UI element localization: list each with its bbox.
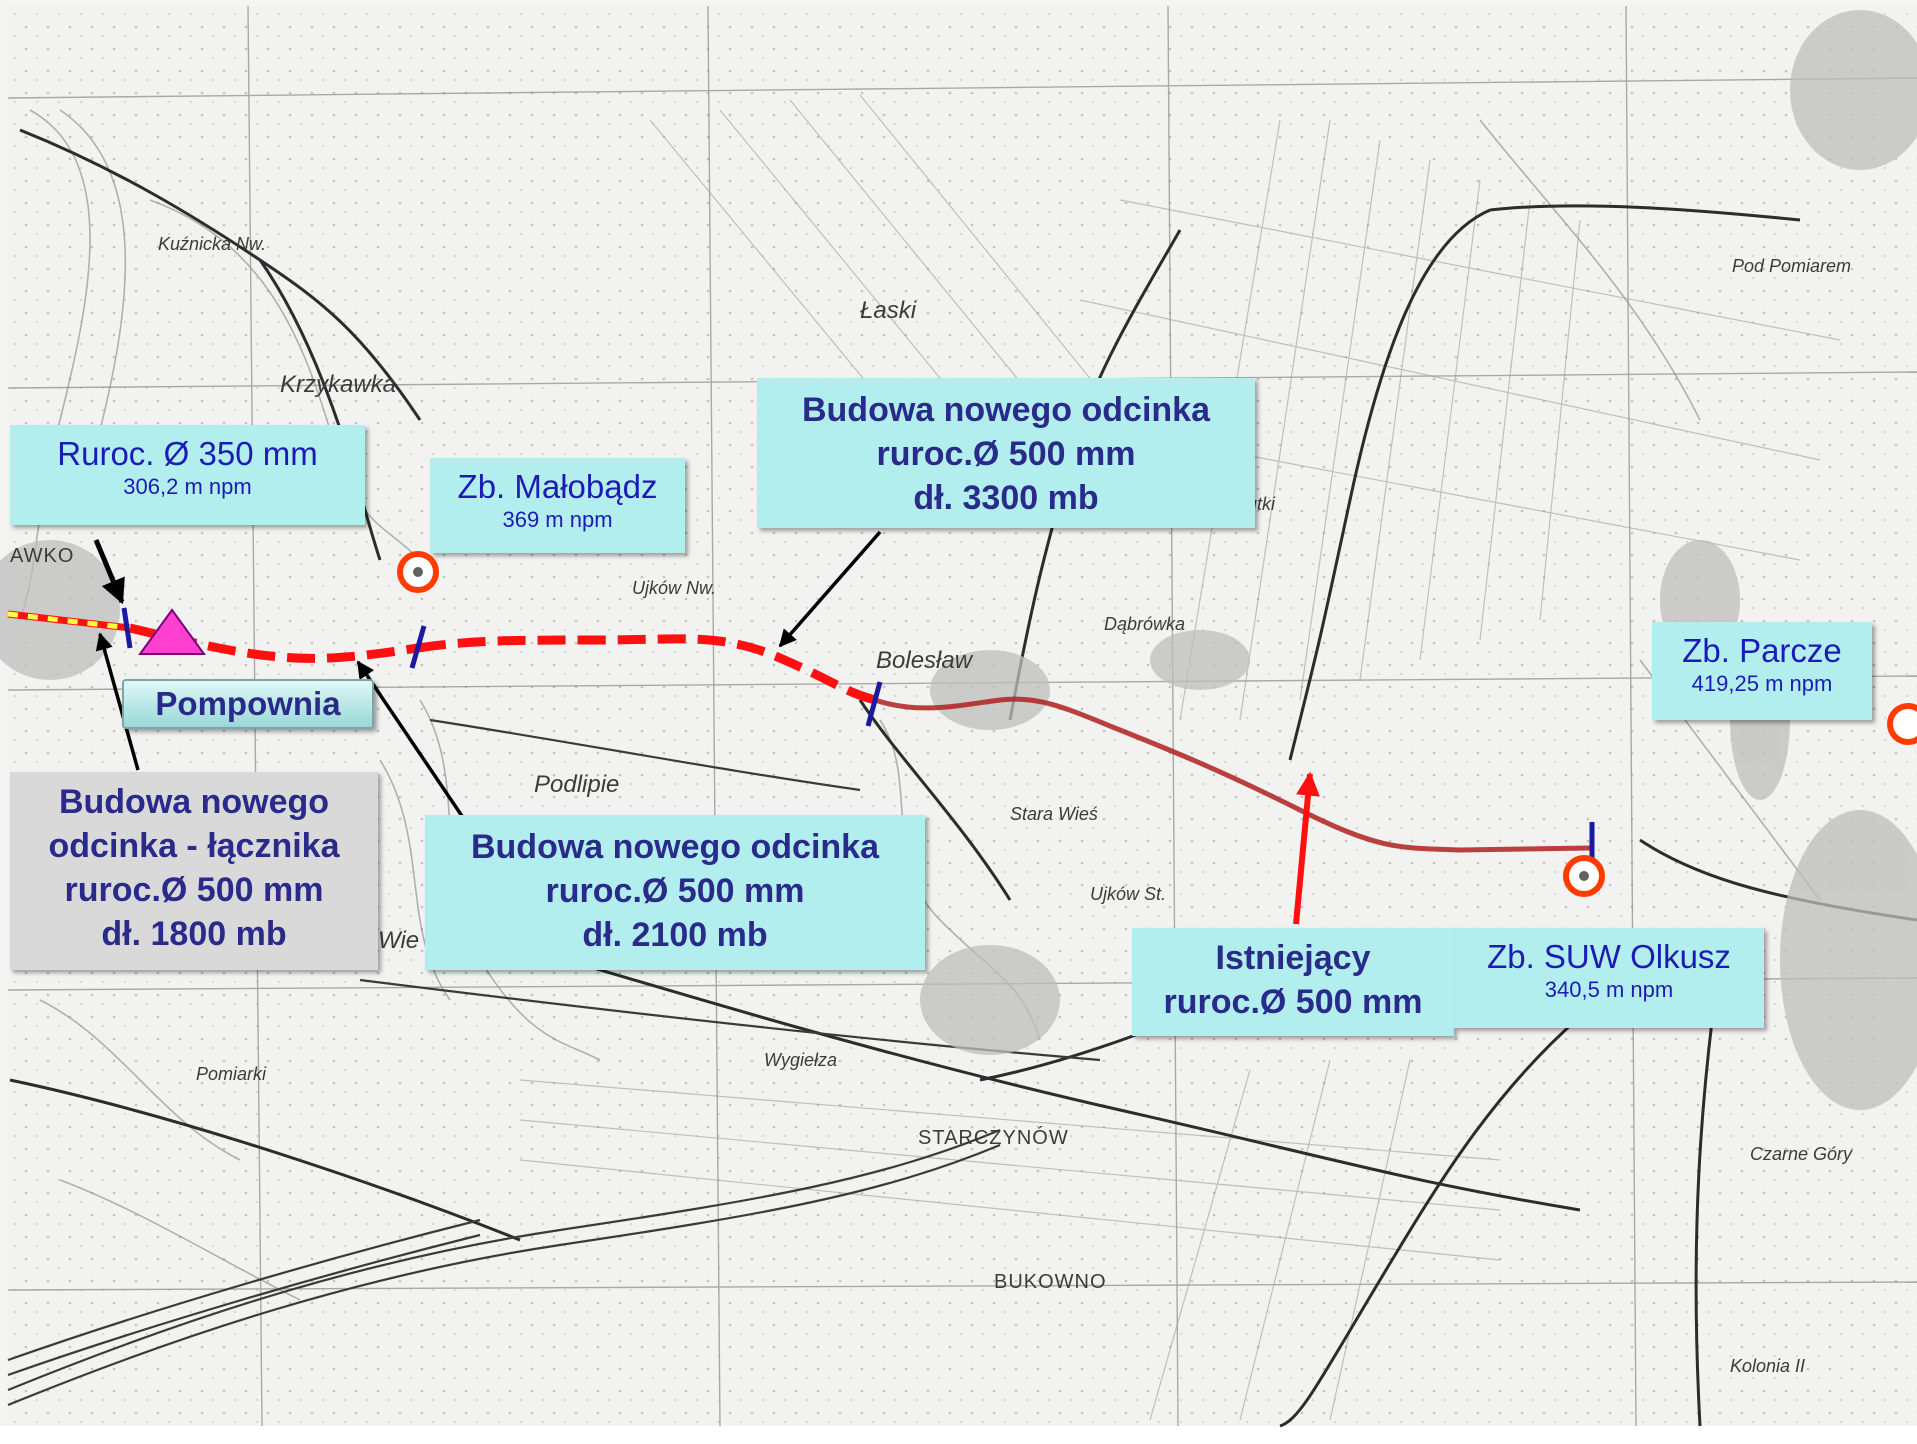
callout-suw-olkusz: Zb. SUW Olkusz 340,5 m npm xyxy=(1454,928,1764,1028)
callout-ruroc-350: Ruroc. Ø 350 mm 306,2 m npm xyxy=(10,425,365,525)
place-label: Pod Pomiarem xyxy=(1732,256,1851,276)
callout-title: Zb. SUW Olkusz xyxy=(1487,938,1731,975)
callout-line: Budowa nowego xyxy=(58,783,330,821)
place-label: Łaski xyxy=(860,297,917,324)
place-label: Bolesław xyxy=(876,647,974,674)
place-label: Podlipie xyxy=(534,771,619,798)
callout-budowa-3300: Budowa nowego odcinka ruroc.Ø 500 mm dł.… xyxy=(757,378,1255,528)
place-label: AWKO xyxy=(10,545,74,567)
existing-pipeline xyxy=(874,696,1591,853)
place-label: Kolonia II xyxy=(1730,1356,1805,1376)
reservoir-icon xyxy=(1887,703,1917,745)
callout-line: ruroc.Ø 500 mm xyxy=(1163,983,1423,1021)
callout-line: Budowa nowego odcinka xyxy=(470,828,880,866)
callout-line: dł. 1800 mb xyxy=(101,915,287,953)
callout-line: dł. 2100 mb xyxy=(582,916,768,954)
callout-subtitle: 419,25 m npm xyxy=(1691,671,1833,696)
place-label: Ujków Nw. xyxy=(632,578,716,598)
place-label: STARCZYNÓW xyxy=(918,1126,1069,1149)
reservoir-icon-center xyxy=(1579,871,1589,881)
callout-subtitle: 369 m npm xyxy=(502,507,613,532)
callout-title: Zb. Małobądz xyxy=(457,468,658,505)
arrow-lacznik xyxy=(95,632,140,771)
place-label: Dąbrówka xyxy=(1104,614,1185,634)
place-label: Stara Wieś xyxy=(1010,804,1098,824)
arrow-3300 xyxy=(778,530,882,648)
arrow-ruroc350 xyxy=(93,539,125,605)
connector-pipeline xyxy=(7,611,131,631)
place-label: Krzykawka xyxy=(280,371,396,398)
place-label: Wygiełza xyxy=(764,1050,837,1070)
settlements xyxy=(0,10,1917,1110)
bottom-margin xyxy=(0,1426,1917,1444)
callout-istniejacy: Istniejący ruroc.Ø 500 mm xyxy=(1132,928,1454,1036)
callout-line: odcinka - łącznika xyxy=(48,827,340,865)
place-label: BUKOWNO xyxy=(994,1271,1107,1293)
contour-lines xyxy=(19,109,1821,1301)
callout-parcze: Zb. Parcze 419,25 m npm xyxy=(1652,622,1872,720)
place-label: Kuźnicka Nw. xyxy=(158,234,266,254)
callout-title: Ruroc. Ø 350 mm xyxy=(57,435,318,472)
callout-line: ruroc.Ø 500 mm xyxy=(876,435,1136,473)
reservoir-icon-center xyxy=(413,567,423,577)
roads xyxy=(9,128,1917,1428)
new-pipeline-3300 xyxy=(417,634,877,705)
callout-line: Budowa nowego odcinka xyxy=(801,391,1211,429)
railways xyxy=(7,718,1101,1407)
place-label: Pomiarki xyxy=(196,1064,267,1084)
callout-budowa-2100: Budowa nowego odcinka ruroc.Ø 500 mm dł.… xyxy=(425,815,925,970)
callout-malobadz: Zb. Małobądz 369 m npm xyxy=(430,458,685,553)
callout-line: dł. 3300 mb xyxy=(913,479,1099,517)
callout-subtitle: 340,5 m npm xyxy=(1544,977,1674,1002)
callout-title: Zb. Parcze xyxy=(1682,632,1842,669)
callout-line: ruroc.Ø 500 mm xyxy=(64,871,324,909)
place-label: Czarne Góry xyxy=(1750,1144,1853,1164)
pump-station-label: Pompownia xyxy=(122,679,374,729)
arrow-2100 xyxy=(356,660,468,823)
reservoir-markers xyxy=(397,551,1917,897)
pump-station-icon xyxy=(138,608,206,655)
callout-line: Istniejący xyxy=(1215,939,1371,977)
leader-arrows xyxy=(93,530,1320,925)
place-label: Ujków St. xyxy=(1090,884,1166,904)
place-label: Wie xyxy=(378,927,419,954)
callout-subtitle: 306,2 m npm xyxy=(123,474,252,499)
callout-lacznik: Budowa nowego odcinka - łącznika ruroc.Ø… xyxy=(10,772,378,970)
arrow-istniejacy xyxy=(1293,771,1320,925)
place-names: AWKO Kuźnicka Nw. Krzykawka Łaski Ujków … xyxy=(10,234,1853,1376)
callout-line: ruroc.Ø 500 mm xyxy=(545,872,805,910)
